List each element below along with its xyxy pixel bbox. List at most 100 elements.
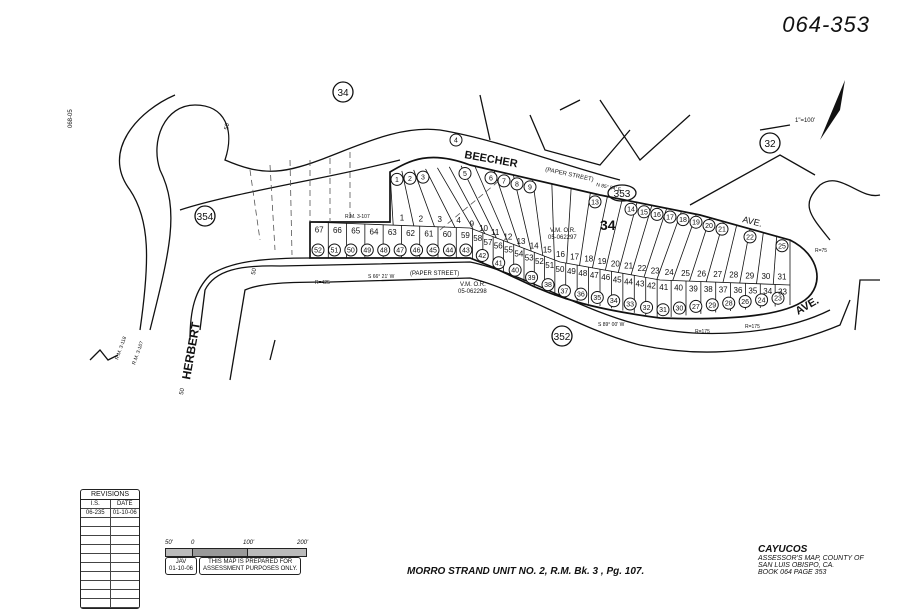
lot-number: 67 [315, 225, 324, 234]
revision-cell: 06-235 [81, 509, 111, 517]
lot-number: 48 [578, 269, 587, 278]
lot-number: 4 [456, 216, 461, 225]
revision-cell [81, 590, 111, 598]
book-label: 354 [197, 212, 214, 223]
revision-row [81, 599, 139, 608]
lot-number: 39 [689, 284, 698, 293]
note-date: 01-10-06 [169, 566, 193, 572]
vm-or-bottom: V.M. O.R. [460, 282, 486, 288]
parcel-number: 2 [408, 176, 412, 183]
revision-cell [111, 563, 140, 571]
parcel-number: 48 [380, 248, 388, 255]
rm-118: R.M. 3-118 [114, 336, 128, 361]
legend-line: BOOK 064 PAGE 353 [758, 569, 864, 576]
disclaimer-line: ASSESSMENT PURPOSES ONLY. [203, 566, 297, 572]
lot-number: 64 [370, 227, 379, 236]
parcel-number: 32 [643, 305, 651, 312]
book-label: 32 [764, 139, 776, 150]
north-arrow: 1"=100' [795, 80, 845, 140]
vm-or-top-num: 05-062297 [548, 235, 577, 241]
revision-cell [81, 563, 111, 571]
lot-number: 65 [351, 227, 360, 236]
scale-label: 50' [165, 540, 173, 546]
lot-number: 15 [543, 246, 552, 255]
revision-cell [111, 527, 140, 535]
map-legend: CAYUCOS ASSESSOR'S MAP, COUNTY OF SAN LU… [758, 544, 864, 576]
lot-number: 62 [406, 229, 415, 238]
parcel-number: 14 [627, 207, 635, 214]
lot-number: 50 [556, 265, 565, 274]
legend-line: SAN LUIS OBISPO, CA. [758, 562, 864, 569]
revision-cell [111, 581, 140, 589]
revision-cell [81, 545, 111, 553]
revision-cell [111, 590, 140, 598]
lot-number: 10 [479, 224, 488, 233]
parcel-number: 37 [561, 288, 569, 295]
lot-number: 27 [713, 270, 722, 279]
legend-line: ASSESSOR'S MAP, COUNTY OF [758, 555, 864, 562]
scale-label: 100' [243, 540, 254, 546]
radius-425: R=425 [315, 280, 330, 286]
lot-number: 21 [624, 262, 633, 271]
revision-cell [81, 536, 111, 544]
parcel-number: 23 [774, 296, 782, 303]
revision-row [81, 527, 139, 536]
revision-row [81, 581, 139, 590]
revision-cell [81, 572, 111, 580]
lot-number: 13 [517, 237, 526, 246]
parcel-number: 26 [741, 299, 749, 306]
legend-place: CAYUCOS [758, 544, 864, 555]
revisions-header: I.S. DATE [81, 500, 139, 509]
lot-number: 1 [400, 214, 405, 223]
width-50: 50 [251, 267, 258, 275]
lot-number: 37 [719, 285, 728, 294]
revision-row [81, 590, 139, 599]
lot-number: 22 [637, 264, 646, 273]
lot-number: 14 [530, 241, 539, 250]
rm-107b: R.M. 3-107 [345, 214, 370, 220]
revision-cell [111, 545, 140, 553]
lot-number: 33 [778, 288, 787, 297]
parcel-number: 17 [666, 215, 674, 222]
lot-number: 35 [748, 287, 757, 296]
parcel-number: 39 [528, 275, 536, 282]
parcel-number: 34 [610, 298, 618, 305]
parcel-number: 41 [495, 260, 503, 267]
revision-row [81, 554, 139, 563]
street-herbert: HERBERT [179, 320, 203, 380]
parcel-number: 3 [421, 175, 425, 182]
parcel-number: 7 [502, 178, 506, 185]
lot-number: 9 [470, 219, 475, 228]
vm-or-bottom-num: 05-062298 [458, 289, 487, 295]
disclaimer-line: THIS MAP IS PREPARED FOR [208, 559, 292, 565]
parcel-number: 31 [659, 307, 667, 314]
parcel-number: 18 [679, 217, 687, 224]
bearing-bottom: S 66° 21' W [368, 274, 395, 280]
lot-number: 61 [424, 229, 433, 238]
lot-number: 55 [504, 246, 513, 255]
vm-or-top: V.M. O.R. [550, 228, 576, 234]
revision-cell [81, 599, 111, 607]
lot-number: 31 [778, 273, 787, 282]
parcel-number: 16 [653, 212, 661, 219]
revision-row [81, 572, 139, 581]
parcel-number: 24 [758, 297, 766, 304]
parcel-number: 6 [489, 175, 493, 182]
block-number: 34 [600, 217, 616, 233]
parcel-number: 8 [515, 181, 519, 188]
lot-number: 59 [461, 231, 470, 240]
parcel-number: 42 [478, 253, 486, 260]
lot-line [552, 184, 555, 260]
lot-number: 17 [570, 252, 579, 261]
revision-cell [81, 581, 111, 589]
book-label: 34 [337, 88, 349, 99]
parcel-number: 40 [511, 268, 519, 275]
lot-number: 30 [761, 272, 770, 281]
revision-row [81, 545, 139, 554]
lot-number: 28 [729, 271, 738, 280]
lot-number: 53 [525, 253, 534, 262]
parcel-number: 51 [331, 248, 339, 255]
lot-number: 51 [545, 261, 554, 270]
parcel-number: 19 [692, 220, 700, 227]
